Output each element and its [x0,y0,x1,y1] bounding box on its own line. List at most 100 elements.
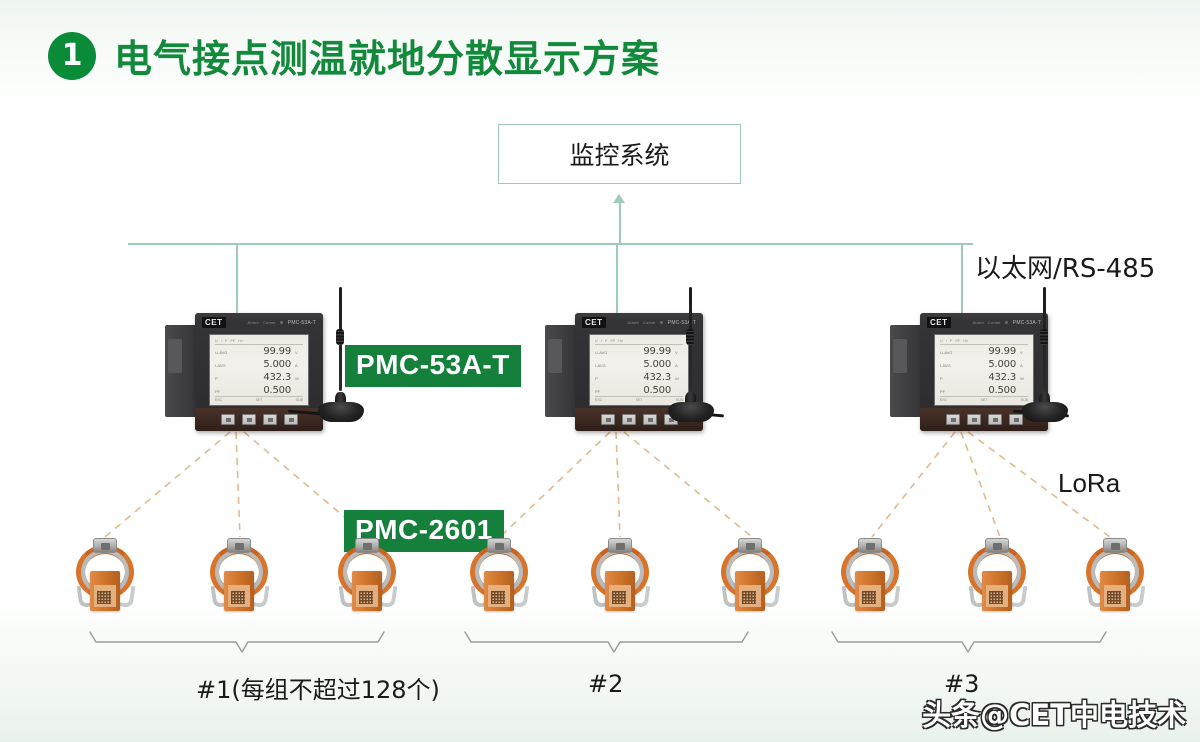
led-label-alarm: Alarm [627,320,639,325]
temperature-sensor[interactable] [833,537,909,615]
antenna-1 [318,287,364,422]
meter-lcd-screen: U I P PF Hz U-AVG 99.99 V I-AVG 5.000 A [934,334,1034,406]
lcd-row-value: 5.000 [263,359,291,370]
antenna-coil [686,329,694,345]
temperature-sensor[interactable] [462,537,538,615]
meter-model-print: PMC-53A-T [287,319,316,326]
meter-button-1[interactable] [945,414,960,425]
lcd-row: U-AVG 99.99 V [215,346,303,358]
antenna-2 [668,287,714,422]
lcd-head-i: I [600,339,602,343]
lcd-row-unit: V [295,350,298,355]
uplink-line [619,203,621,243]
lcd-row: I-AVG 5.000 A [595,359,683,371]
product-badge-meter: PMC-53A-T [345,345,521,387]
meter-model-print: PMC-53A-T [1012,319,1041,326]
page-title: 1 电气接点测温就地分散显示方案 [48,28,660,83]
antenna-base [318,402,364,422]
lcd-foot-sub: SUB [1020,398,1028,402]
meter-drop-line-3 [961,243,963,319]
group-label-2: #2 [588,670,624,698]
lcd-row-value: 99.99 [643,346,671,357]
sensor-clip [738,538,762,553]
step-number-badge: 1 [48,31,96,80]
meter-button-1[interactable] [600,414,615,425]
lcd-row-label: P [215,376,218,381]
lcd-head-p: P [604,339,608,343]
lcd-row: PF 0.500 [940,385,1028,397]
led-indicator-icon [1004,321,1008,324]
temperature-sensor[interactable] [1078,537,1154,615]
meter-drop-line-2 [616,243,618,319]
lcd-row-unit: W [295,376,299,381]
sensor-clip [487,538,511,553]
meter-button-2[interactable] [241,414,256,425]
lcd-foot-sub: SUB [675,398,683,402]
sensor-clip [608,538,632,553]
sensor-body [982,571,1012,611]
temperature-sensor[interactable] [330,537,406,615]
monitoring-system-label: 监控系统 [569,141,670,170]
sensor-clip [985,538,1009,553]
meter-button-3[interactable] [987,414,1002,425]
lcd-head-pf: PF [230,339,236,343]
led-label-comm: Comm [987,320,1001,325]
sensor-body [735,571,765,611]
temperature-sensor[interactable] [583,537,659,615]
meter-button-2[interactable] [621,414,636,425]
lcd-footer: ESC SET SUB [215,396,303,403]
lora-label: LoRa [1058,468,1121,498]
meter-button-4[interactable] [1008,414,1023,425]
status-leds: Alarm Comm [973,320,1008,325]
lcd-row-value: 0.500 [263,385,291,396]
lcd-row-label: I-AVG [215,363,226,368]
meter-button-1[interactable] [220,414,235,425]
lcd-row-unit: V [675,350,678,355]
meter-topbar: CET Alarm Comm PMC-53A-T [195,313,323,332]
group-label-1: #1(每组不超过128个) [196,676,440,704]
meter-topbar: CET Alarm Comm PMC-53A-T [920,313,1048,332]
lcd-row-value: 0.500 [988,385,1016,396]
lcd-row-unit: W [1020,376,1024,381]
lcd-head-pf: PF [955,339,961,343]
temperature-sensor[interactable] [960,537,1036,615]
meter-button-2[interactable] [966,414,981,425]
lcd-row: U-AVG 99.99 V [940,346,1028,358]
sensor-clip [355,538,379,553]
page-title-text: 电气接点测温就地分散显示方案 [114,37,661,81]
lcd-row: P 432.3 W [215,372,303,384]
meter-device-1[interactable]: CET Alarm Comm PMC-53A-T U I P PF Hz U-A… [165,313,340,433]
lcd-row-unit: V [1020,350,1023,355]
monitoring-system-box[interactable]: 监控系统 [498,124,741,184]
lcd-row-label: U-AVG [940,350,953,355]
led-indicator-icon [279,321,283,324]
lcd-foot-set: SET [635,398,643,402]
qr-code-icon [97,591,111,604]
lcd-row: P 432.3 W [595,372,683,384]
lcd-row-value: 99.99 [988,346,1016,357]
antenna-base [1022,402,1068,422]
temperature-sensor[interactable] [68,537,144,615]
lcd-header: U I P PF Hz [215,338,303,345]
lcd-row-unit: A [675,363,678,368]
qr-code-icon [1107,591,1121,604]
meter-button-3[interactable] [262,414,277,425]
lcd-head-u: U [595,339,598,343]
antenna-neck [685,392,696,408]
lcd-foot-esc: ESC [940,398,948,402]
temperature-sensor[interactable] [713,537,789,615]
lcd-row: I-AVG 5.000 A [215,359,303,371]
watermark: 头条@CET中电技术 [922,698,1186,732]
lcd-row-value: 99.99 [263,346,291,357]
lcd-foot-set: SET [980,398,988,402]
sensor-body [352,571,382,611]
lcd-row: PF 0.500 [595,385,683,397]
status-leds: Alarm Comm [248,320,283,325]
cet-logo: CET [927,317,951,328]
temperature-sensor[interactable] [202,537,278,615]
lcd-row: PF 0.500 [215,385,303,397]
lcd-row-value: 5.000 [643,359,671,370]
meter-button-3[interactable] [642,414,657,425]
meter-button-4[interactable] [283,414,298,425]
meter-drop-line-1 [236,243,238,319]
